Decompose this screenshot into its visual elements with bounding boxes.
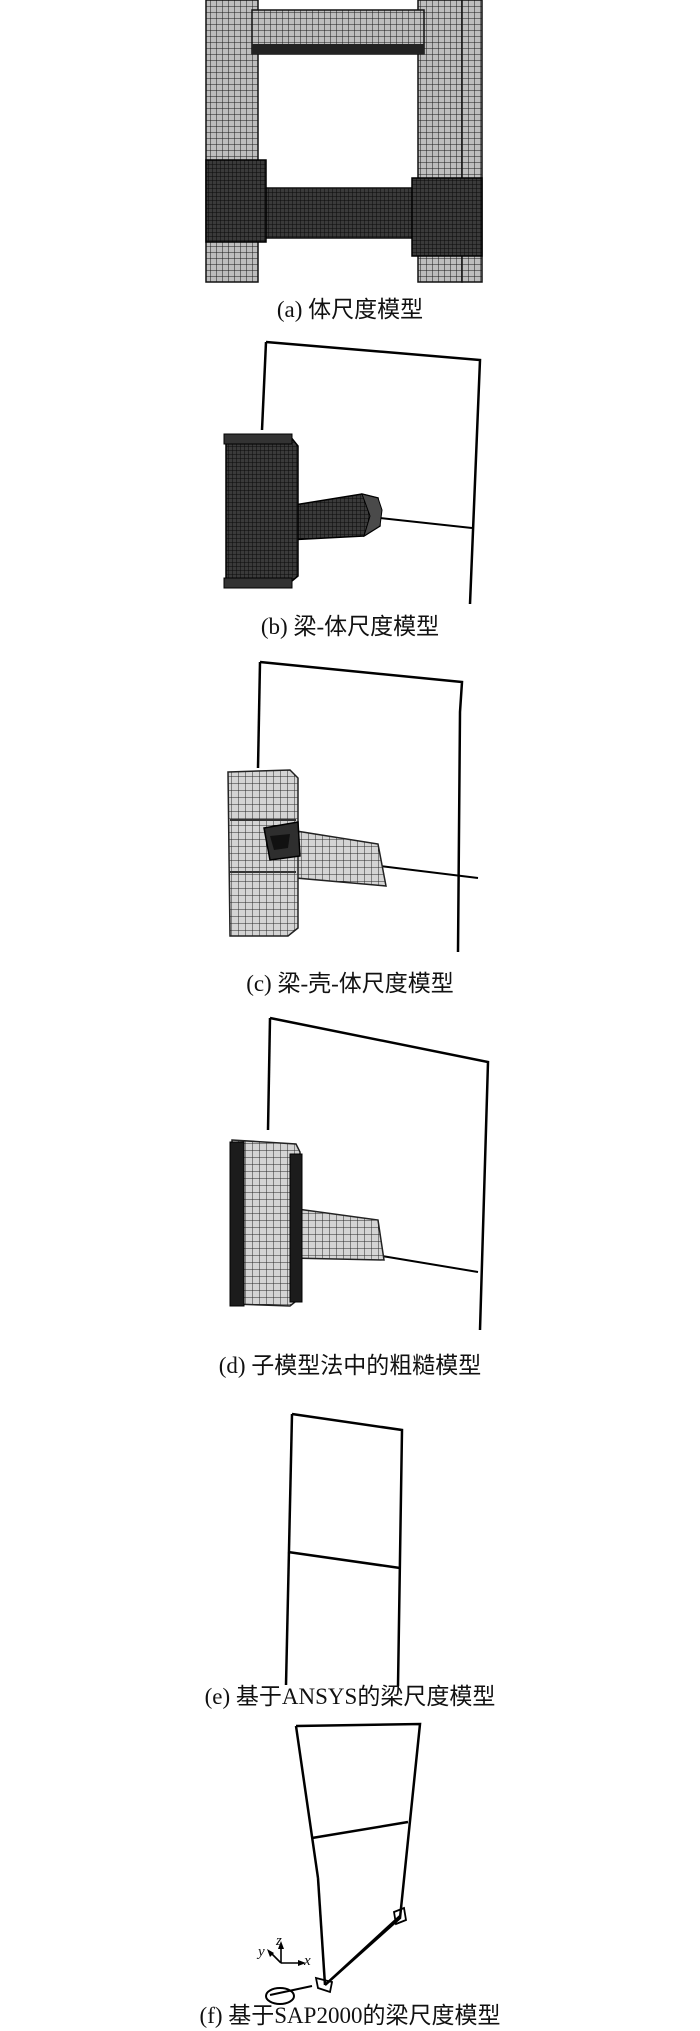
beam-line <box>311 1820 409 1840</box>
coarse-submodel-figure <box>229 1016 490 1331</box>
column-flange-left <box>229 1141 245 1307</box>
caption-e: (e) 基于ANSYS的梁尺度模型 <box>204 1684 496 1709</box>
column-flange-right <box>289 1153 303 1303</box>
caption-d: (d) 子模型法中的粗糙模型 <box>218 1353 482 1378</box>
coordinate-axes-icon <box>267 1941 306 1966</box>
support-symbol <box>265 1987 295 2005</box>
ansys-beam-scale-model-figure <box>284 1412 404 1687</box>
sap2000-beam-scale-model-figure <box>265 1722 422 2005</box>
frame-outline <box>269 1016 490 1331</box>
panel-d: (d) 子模型法中的粗糙模型 <box>0 1010 700 1380</box>
beam-element-line <box>381 1255 479 1273</box>
caption-b: (b) 梁-体尺度模型 <box>260 614 440 639</box>
beam-shell-mesh <box>289 829 387 887</box>
right-joint-dense-mesh <box>411 177 483 257</box>
bottom-beam-mesh <box>251 187 425 239</box>
solid-scale-model-figure <box>205 0 483 283</box>
panel-b: (b) 梁-体尺度模型 <box>0 330 700 650</box>
column-shell-mesh <box>227 769 299 937</box>
caption-f: (f) 基于SAP2000的梁尺度模型 <box>199 2003 501 2028</box>
beam-mesh <box>289 1207 385 1261</box>
panel-c: (c) 梁-壳-体尺度模型 <box>0 650 700 1010</box>
beam-shell-solid-scale-model-figure <box>227 660 479 953</box>
beam-element-line <box>379 865 479 879</box>
axis-label-y: y <box>258 1944 265 1960</box>
beam-line <box>287 1550 401 1570</box>
caption-c: (c) 梁-壳-体尺度模型 <box>246 971 454 996</box>
caption-a: (a) 体尺度模型 <box>276 297 424 322</box>
panel-a: (a) 体尺度模型 <box>0 0 700 330</box>
frame-outline <box>265 340 482 605</box>
beam-solid-scale-model-figure <box>223 340 482 605</box>
left-joint-dense-mesh <box>205 159 267 243</box>
panel-f: y z x (f) 基于SAP2000的梁尺度模型 <box>0 1720 700 2031</box>
column-solid-mesh <box>225 435 299 587</box>
frame-outline <box>291 1412 404 1687</box>
axis-label-x: x <box>304 1953 311 1969</box>
hinge-symbol-right <box>392 1906 408 1926</box>
axis-label-z: z <box>276 1933 282 1949</box>
beam-element-line <box>379 517 473 529</box>
frame-outline <box>259 660 464 953</box>
hinge-symbol-left <box>314 1976 334 1994</box>
panel-e: (e) 基于ANSYS的梁尺度模型 <box>0 1380 700 1720</box>
